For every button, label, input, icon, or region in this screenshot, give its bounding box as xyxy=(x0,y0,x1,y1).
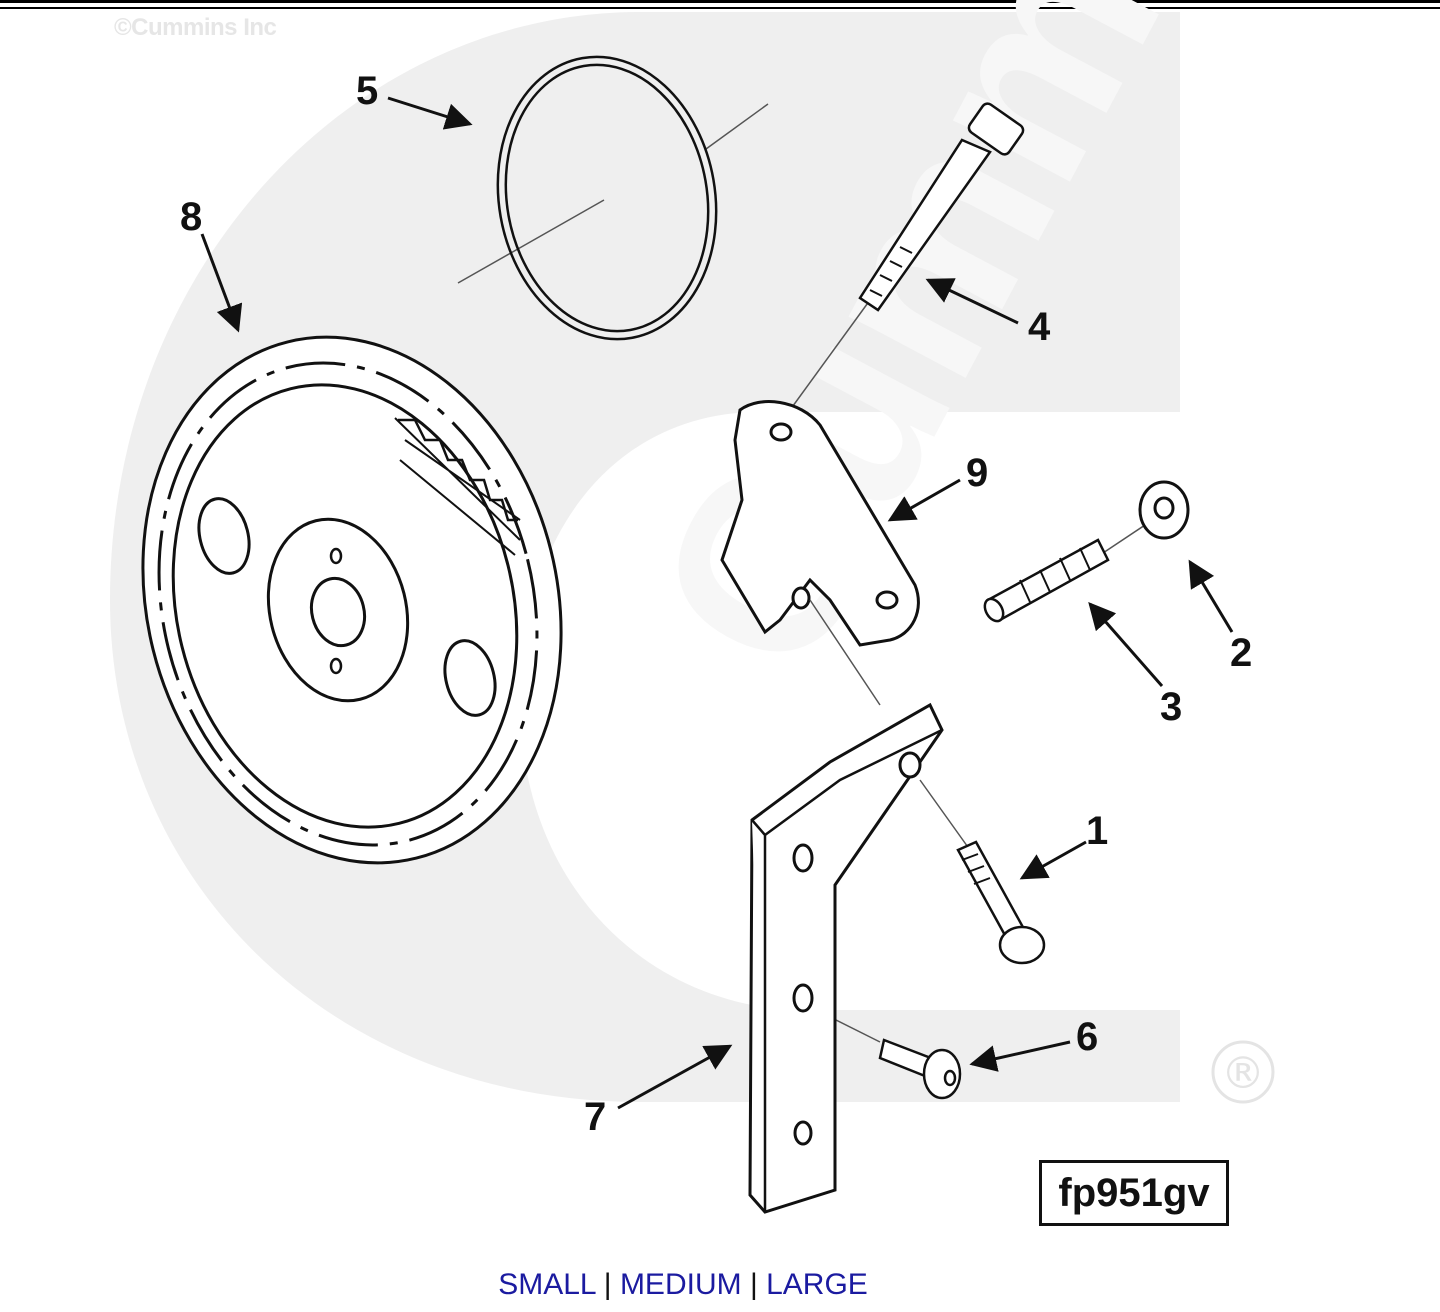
figure-code-box: fp951gv xyxy=(1039,1160,1229,1226)
part-1-bolt xyxy=(956,840,1046,965)
part-7-l-bracket xyxy=(748,599,971,1214)
part-8-gear xyxy=(141,335,563,865)
watermark-copyright: ©Cummins Inc xyxy=(114,14,277,41)
callout-arrows xyxy=(200,96,1234,1110)
size-large-link[interactable]: LARGE xyxy=(766,1268,868,1301)
watermark-registered: ® xyxy=(1221,1048,1265,1099)
part-3-stud xyxy=(983,524,1146,623)
top-rule-secondary xyxy=(0,7,1440,9)
part-6-screw xyxy=(878,1038,962,1100)
part-4-bolt xyxy=(789,102,1025,411)
callout-4: 4 xyxy=(1028,305,1051,349)
size-separator: | xyxy=(603,1268,612,1301)
callout-3: 3 xyxy=(1160,685,1182,729)
image-size-options: SMALL | MEDIUM | LARGE xyxy=(0,1268,1366,1302)
part-2-nut xyxy=(1138,480,1190,540)
figure-code: fp951gv xyxy=(1058,1171,1210,1215)
callout-2: 2 xyxy=(1230,631,1252,675)
size-small-link[interactable]: SMALL xyxy=(498,1268,596,1301)
part-5-o-ring xyxy=(457,55,769,341)
top-rule xyxy=(0,0,1440,3)
part-9-bracket xyxy=(720,400,920,647)
exploded-parts-diagram: Cummins ® xyxy=(110,12,1275,1214)
callout-6: 6 xyxy=(1076,1015,1098,1059)
size-medium-link[interactable]: MEDIUM xyxy=(619,1268,742,1301)
callout-1: 1 xyxy=(1086,809,1108,853)
callout-5: 5 xyxy=(356,69,378,113)
callout-labels: 1 2 3 4 5 6 7 8 9 xyxy=(180,69,1252,1139)
size-separator: | xyxy=(749,1268,758,1301)
callout-8: 8 xyxy=(180,195,202,239)
callout-7: 7 xyxy=(584,1095,606,1139)
callout-9: 9 xyxy=(966,451,988,495)
